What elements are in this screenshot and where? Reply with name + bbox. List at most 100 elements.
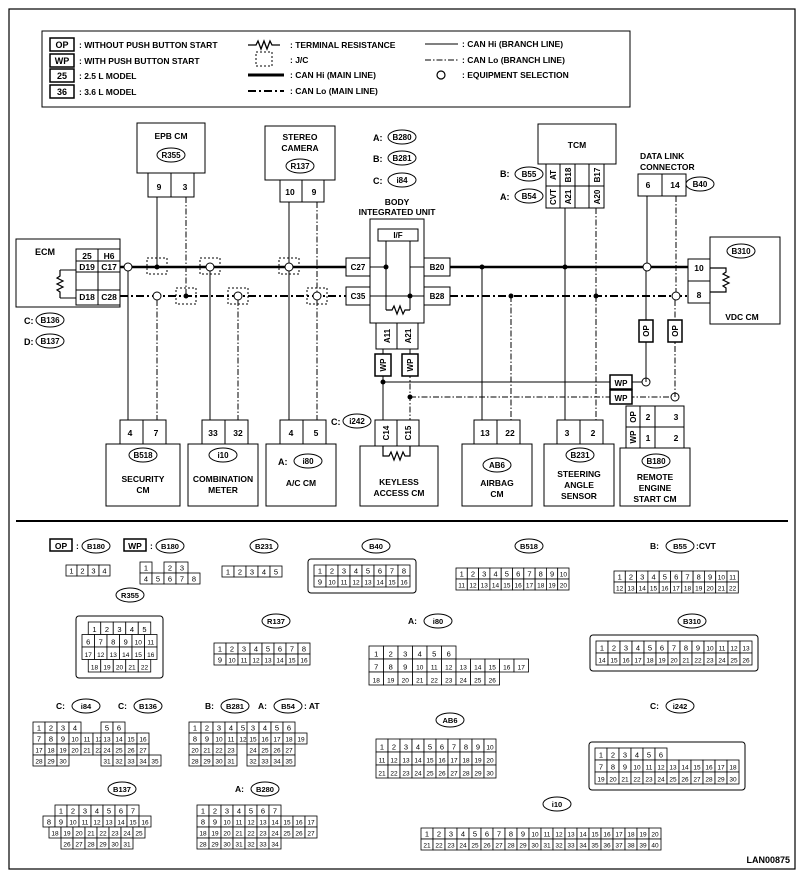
vdc-pin-8: 8 [697,290,702,300]
connector-b55-pin: 7 [685,573,689,582]
connector-r355-pin: 10 [135,640,143,647]
legend-op-tag: OP [55,40,68,50]
connector-ab6-pin: 8 [464,743,468,752]
connector-i10-pin: 32 [555,843,563,850]
tcm-at: AT [549,170,558,180]
ac-conn: i80 [302,457,314,466]
connector-i242-pin: 28 [705,777,713,784]
combo-pin-33: 33 [208,428,218,438]
combo-conn: i10 [217,451,229,460]
connector-r355-pin: 16 [147,652,155,659]
connector-b55-pin: 15 [650,586,658,593]
connector-i80-pin: 16 [503,665,511,672]
keyless-pin-c15: C15 [404,425,413,440]
connector-b310-pin: 20 [670,658,678,665]
connector-i10-pin: 37 [615,843,623,850]
connector-b136-pin: 35 [151,759,159,766]
connector-i84-pin: 10 [71,737,79,744]
connector-i242-pin: 21 [621,777,629,784]
connector-b136-pin: 26 [127,748,135,755]
legend-jc: : J/C [290,55,308,65]
connector-i10-pin: 33 [567,843,575,850]
connector-i10-pin: 20 [651,832,659,839]
connector-b310-pin: 14 [598,658,606,665]
connector-b180op-prefix: : [76,541,79,551]
connector-i10-pin: 1 [425,830,429,839]
connector-b136-pin: 34 [139,759,147,766]
connector-b280-pin: 16 [295,820,303,827]
connector-b136-pin: 31 [103,759,111,766]
connector-b280-pin: 8 [201,818,205,827]
connector-i10-pin: 26 [483,843,491,850]
bcm-wp-tag2: WP [406,358,415,372]
connector-b137-pin: 28 [87,842,95,849]
connector-b55-prefix: B: [650,541,659,551]
tcm-b17: B17 [593,167,602,182]
bcm-pin-c27: C27 [351,263,366,272]
connector-b280-pin: 17 [307,820,315,827]
connector-b54-pin: 25 [261,748,269,755]
connector-b310-pin: 12 [730,646,738,653]
connector-b310-pin: 25 [730,658,738,665]
connector-ab6-pin: 23 [402,771,410,778]
connector-b280-pin: 10 [223,820,231,827]
connector-b280-pin: 22 [247,831,255,838]
connector-b310-pin: 4 [636,644,640,653]
connector-b518-pin: 19 [548,583,556,590]
connector-b136-pin: 13 [103,737,111,744]
connector-b40-pin: 7 [390,567,394,576]
vdc-label: VDC CM [725,312,759,322]
connector-b518-pin: 4 [493,570,497,579]
connector-i80-pin: 2 [389,650,393,659]
connector-i242-pin: 9 [623,763,627,772]
connector-b55-pin: 6 [674,573,678,582]
connector-i10-pin: 35 [591,843,599,850]
connector-b310-pin: 7 [672,644,676,653]
connector-i10-pin: 6 [485,830,489,839]
connector-b54-pin: 17 [273,737,281,744]
connector-i84-pin: 11 [84,737,91,744]
connector-b518-pin: 16 [515,583,523,590]
connector-i10-pin: 5 [473,830,477,839]
connector-i242-pin: 12 [657,765,665,772]
connector-b40-pin: 14 [376,580,384,587]
connector-b310-pin: 9 [696,644,700,653]
connector-r137-pin: 5 [266,645,270,654]
legend-wp-text: : WITH PUSH BUTTON START [79,56,200,66]
connector-b136-prefix: C: [118,701,127,711]
connector-b518-pin: 14 [492,583,500,590]
connector-b310-pin: 2 [612,644,616,653]
connector-r355-pin: 17 [85,652,93,659]
connector-b54-pin: 18 [285,737,293,744]
connector-b137-pin: 9 [59,818,63,827]
connector-b310-pin: 1 [600,644,604,653]
connector-i10-pin: 28 [507,843,515,850]
connector-i84-pin: 20 [71,748,79,755]
connector-i242-prefix: C: [650,701,659,711]
connector-b137-pin: 31 [123,842,131,849]
connector-b280-pin: 29 [211,842,219,849]
connector-b180op-id: B180 [87,542,105,551]
document-id: LAN00875 [746,855,790,865]
dlc-conn: B40 [693,180,708,189]
connector-b281-pin: 31 [227,759,235,766]
connector-b136-pin: 16 [139,737,147,744]
dlc-label1: DATA LINK [640,151,685,161]
connector-r355-id: R355 [121,591,139,600]
connector-b518-pin: 12 [469,583,477,590]
connector-i10-id: i10 [552,800,562,809]
tcm-pre-b: B: [500,169,510,179]
connector-r137-pin: 2 [230,645,234,654]
security-cm-unit: 4 7 B518 SECURITY CM [105,419,181,507]
bcm-pin-a11: A11 [383,328,392,343]
connector-b54-pin: 6 [287,724,291,733]
connector-i80-pin: 1 [374,650,378,659]
legend-can-hi-main: : CAN Hi (MAIN LINE) [290,70,376,80]
connector-b310-pin: 10 [706,646,714,653]
connector-b40-pin: 13 [364,580,372,587]
connector-i10-pin: 11 [544,832,551,839]
connector-b136-pin: 25 [115,748,123,755]
airbag-label2: CM [490,489,503,499]
